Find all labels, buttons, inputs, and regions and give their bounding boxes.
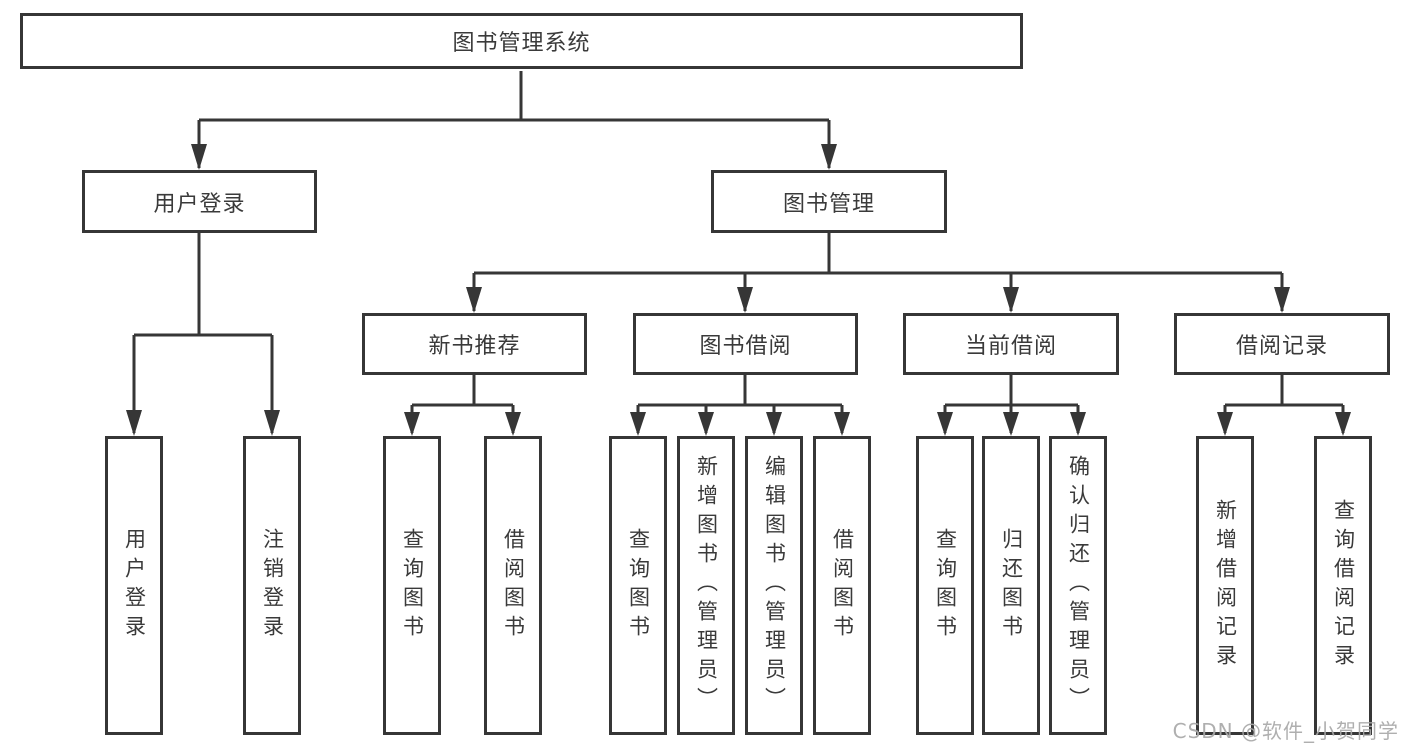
- leaf-borrow-book-label: 借阅图书: [830, 527, 855, 644]
- node-book-management-label: 图书管理: [782, 191, 875, 217]
- leaf-query-book-recommend: 查询图书: [383, 436, 441, 735]
- connector-paths: [132, 71, 1345, 433]
- leaf-return-book-label: 归还图书: [999, 527, 1024, 644]
- leaf-edit-book-admin: 编辑图书（管理员）: [745, 436, 803, 735]
- leaf-add-book-admin: 新增图书（管理员）: [677, 436, 735, 735]
- leaf-add-borrow-record-label: 新增借阅记录: [1213, 498, 1238, 673]
- leaf-query-borrow-record-label: 查询借阅记录: [1331, 498, 1356, 673]
- node-book-borrow-label: 图书借阅: [699, 334, 792, 359]
- leaf-confirm-return-admin-label: 确认归还（管理员）: [1066, 455, 1091, 716]
- leaf-query-book-current-label: 查询图书: [933, 527, 958, 644]
- csdn-watermark: CSDN @软件_小贺同学: [1172, 719, 1399, 743]
- leaf-borrow-book: 借阅图书: [813, 436, 871, 735]
- node-new-book-recommend: 新书推荐: [362, 313, 587, 375]
- node-new-book-recommend-label: 新书推荐: [428, 334, 521, 359]
- node-current-borrow-label: 当前借阅: [964, 334, 1057, 359]
- leaf-borrow-book-recommend-label: 借阅图书: [501, 527, 526, 644]
- node-user-login-label: 用户登录: [153, 191, 246, 217]
- node-current-borrow: 当前借阅: [903, 313, 1119, 375]
- arrowheads: [126, 144, 1351, 436]
- node-user-login: 用户登录: [82, 170, 317, 233]
- leaf-user-login: 用户登录: [105, 436, 163, 735]
- node-book-management: 图书管理: [711, 170, 947, 233]
- node-root-system: 图书管理系统: [20, 13, 1023, 69]
- leaf-query-borrow-record: 查询借阅记录: [1314, 436, 1372, 735]
- leaf-logout: 注销登录: [243, 436, 301, 735]
- leaf-add-book-admin-label: 新增图书（管理员）: [694, 455, 719, 716]
- node-borrow-record-label: 借阅记录: [1235, 334, 1328, 359]
- node-root-label: 图书管理系统: [452, 31, 591, 56]
- leaf-query-book-borrow-label: 查询图书: [626, 527, 651, 644]
- leaf-query-book-recommend-label: 查询图书: [400, 527, 425, 644]
- leaf-edit-book-admin-label: 编辑图书（管理员）: [762, 455, 787, 716]
- leaf-query-book-borrow: 查询图书: [609, 436, 667, 735]
- leaf-add-borrow-record: 新增借阅记录: [1196, 436, 1254, 735]
- leaf-return-book: 归还图书: [982, 436, 1040, 735]
- leaf-logout-label: 注销登录: [260, 527, 285, 644]
- node-borrow-record: 借阅记录: [1174, 313, 1390, 375]
- leaf-query-book-current: 查询图书: [916, 436, 974, 735]
- leaf-user-login-label: 用户登录: [122, 527, 147, 644]
- leaf-confirm-return-admin: 确认归还（管理员）: [1049, 436, 1107, 735]
- leaf-borrow-book-recommend: 借阅图书: [484, 436, 542, 735]
- node-book-borrow: 图书借阅: [633, 313, 858, 375]
